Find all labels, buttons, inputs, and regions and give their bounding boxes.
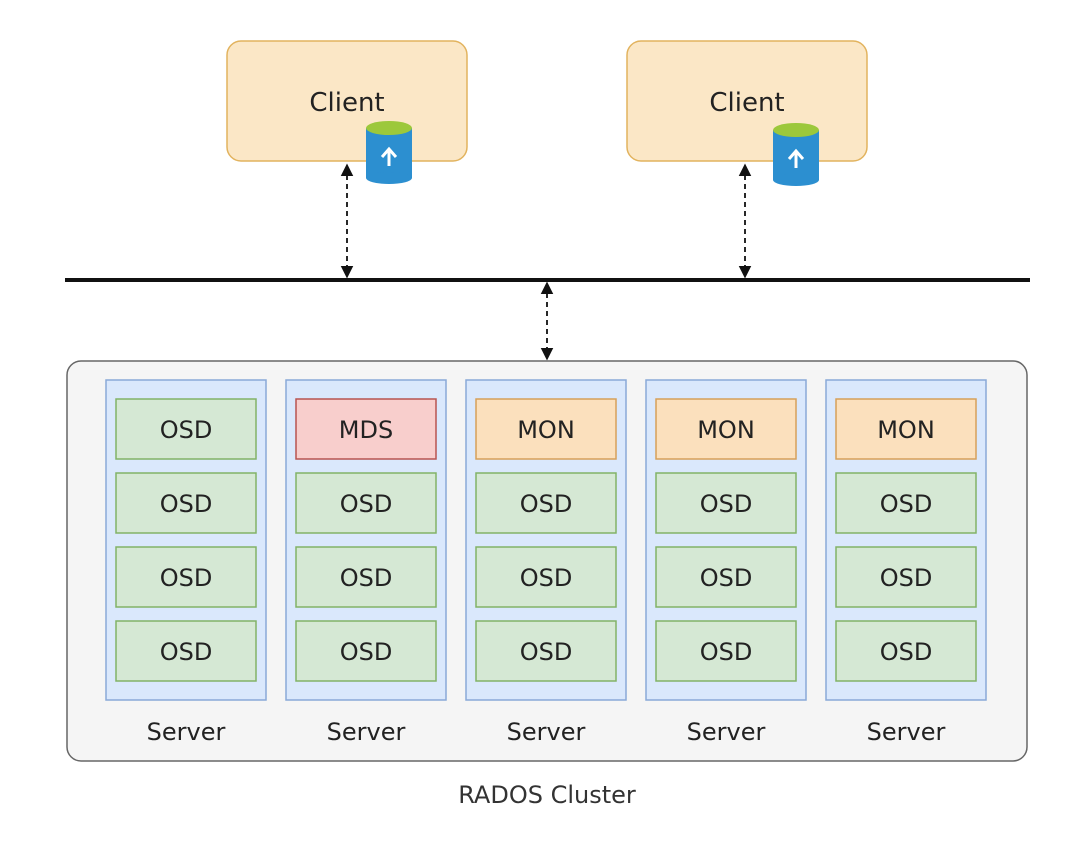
osd-box: OSD bbox=[475, 546, 617, 608]
mon-box: MON bbox=[835, 398, 977, 460]
server-label: Server bbox=[687, 718, 766, 746]
osd-box: OSD bbox=[835, 620, 977, 682]
client-label: Client bbox=[709, 88, 784, 118]
server-column: OSD OSD OSD OSD Server bbox=[105, 379, 267, 746]
osd-label: OSD bbox=[520, 490, 573, 518]
osd-label: OSD bbox=[160, 416, 213, 444]
mon-box: MON bbox=[655, 398, 797, 460]
osd-label: OSD bbox=[700, 564, 753, 592]
osd-box: OSD bbox=[295, 546, 437, 608]
osd-label: OSD bbox=[700, 638, 753, 666]
osd-box: OSD bbox=[475, 620, 617, 682]
mon-label: MON bbox=[517, 416, 575, 444]
osd-label: OSD bbox=[340, 638, 393, 666]
osd-box: OSD bbox=[295, 472, 437, 534]
osd-box: OSD bbox=[655, 620, 797, 682]
server-label: Server bbox=[867, 718, 946, 746]
mon-label: MON bbox=[697, 416, 755, 444]
server-column: MON OSD OSD OSD Server bbox=[825, 379, 987, 746]
osd-box: OSD bbox=[115, 620, 257, 682]
osd-label: OSD bbox=[520, 638, 573, 666]
server-column: MON OSD OSD OSD Server bbox=[465, 379, 627, 746]
osd-box: OSD bbox=[295, 620, 437, 682]
server-column: MDS OSD OSD OSD Server bbox=[285, 379, 447, 746]
osd-label: OSD bbox=[160, 638, 213, 666]
osd-label: OSD bbox=[160, 490, 213, 518]
mds-box: MDS bbox=[295, 398, 437, 460]
osd-box: OSD bbox=[115, 398, 257, 460]
server-column: MON OSD OSD OSD Server bbox=[645, 379, 807, 746]
osd-label: OSD bbox=[880, 490, 933, 518]
mds-label: MDS bbox=[339, 416, 393, 444]
server-label: Server bbox=[147, 718, 226, 746]
storage-bucket-icon bbox=[773, 123, 819, 186]
osd-label: OSD bbox=[700, 490, 753, 518]
osd-box: OSD bbox=[835, 546, 977, 608]
osd-box: OSD bbox=[475, 472, 617, 534]
osd-label: OSD bbox=[880, 564, 933, 592]
storage-bucket-icon bbox=[366, 121, 412, 184]
mon-box: MON bbox=[475, 398, 617, 460]
osd-box: OSD bbox=[655, 546, 797, 608]
osd-box: OSD bbox=[115, 472, 257, 534]
osd-label: OSD bbox=[340, 564, 393, 592]
osd-box: OSD bbox=[655, 472, 797, 534]
cluster-label: RADOS Cluster bbox=[458, 781, 636, 809]
servers-layer: OSD OSD OSD OSD Server MDS OSD OSD OSD Server MON O… bbox=[105, 379, 987, 746]
client-node-1: Client bbox=[226, 40, 468, 162]
client-node-2: Client bbox=[626, 40, 868, 162]
server-label: Server bbox=[507, 718, 586, 746]
osd-label: OSD bbox=[880, 638, 933, 666]
osd-box: OSD bbox=[115, 546, 257, 608]
osd-label: OSD bbox=[340, 490, 393, 518]
osd-label: OSD bbox=[160, 564, 213, 592]
osd-box: OSD bbox=[835, 472, 977, 534]
client-label: Client bbox=[309, 88, 384, 118]
osd-label: OSD bbox=[520, 564, 573, 592]
server-label: Server bbox=[327, 718, 406, 746]
mon-label: MON bbox=[877, 416, 935, 444]
